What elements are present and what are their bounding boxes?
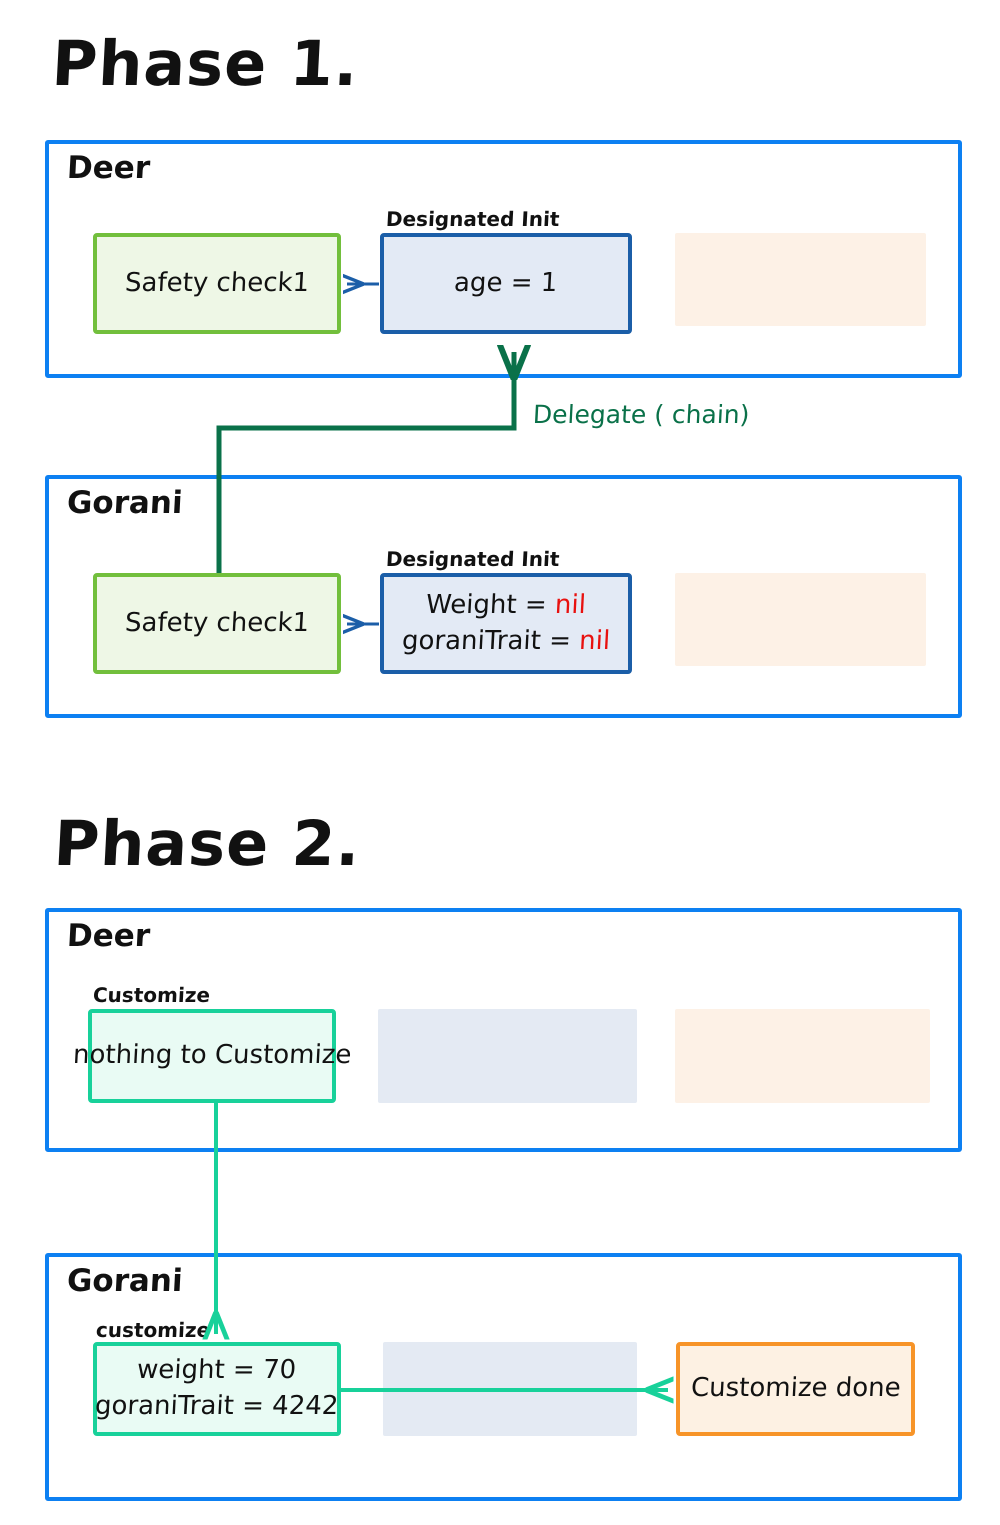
phase2-gorani-placeholder-steel [383,1342,637,1436]
phase2-gorani-customize-caption: customize [95,1318,211,1342]
phase1-gorani-class-label: Gorani [66,485,184,521]
phase2-gorani-customize-box[interactable]: weight = 70 goraniTrait = 4242 [93,1342,341,1436]
phase1-deer-designated-init-caption: Designated Init [385,207,561,231]
phase2-deer-placeholder-steel [378,1009,637,1103]
phase1-gorani-designated-init-caption: Designated Init [385,547,561,571]
phase1-gorani-init-weight-line: Weight = nil [425,588,587,624]
phase-2-title: Phase 2. [52,807,363,880]
phase1-deer-init-age-text: age = 1 [453,267,559,298]
phase1-deer-safety-check-box[interactable]: Safety check1 [93,233,341,334]
phase2-deer-placeholder-peach [675,1009,930,1103]
phase-1-title: Phase 1. [50,27,361,100]
phase1-gorani-init-weight-value: nil [554,589,587,620]
phase1-gorani-init-trait-key: goraniTrait = [401,625,580,656]
phase1-gorani-placeholder-peach [675,573,926,666]
phase2-gorani-class-label: Gorani [66,1263,184,1299]
phase2-deer-customize-box[interactable]: nothing to Customize [72,1009,352,1103]
phase1-gorani-safety-check-text: Safety check1 [124,607,310,638]
phase2-deer-class-label: Deer [66,918,152,954]
delegate-chain-edge-label: Delegate ( chain) [532,400,751,429]
phase1-deer-safety-check-text: Safety check1 [124,267,310,298]
phase2-deer-customize-caption: Customize [92,983,211,1007]
phase2-deer-customize-text: nothing to Customize [72,1040,353,1071]
phase1-deer-designated-init-box[interactable]: age = 1 [380,233,632,334]
phase1-gorani-init-trait-value: nil [578,625,611,656]
phase1-gorani-designated-init-box[interactable]: Weight = nil goraniTrait = nil [380,573,632,674]
phase1-gorani-init-trait-line: goraniTrait = nil [401,624,611,660]
phase2-customize-done-text: Customize done [689,1373,902,1404]
phase2-customize-done-box[interactable]: Customize done [676,1342,915,1436]
phase2-gorani-customize-weight-text: weight = 70 [136,1355,298,1386]
phase1-gorani-safety-check-box[interactable]: Safety check1 [93,573,341,674]
phase1-deer-class-label: Deer [66,150,152,186]
phase1-deer-placeholder-peach [675,233,926,326]
phase2-gorani-class-frame: Gorani [45,1253,962,1501]
phase2-deer-class-frame: Deer [45,908,962,1152]
phase1-gorani-init-weight-key: Weight = [425,589,556,620]
phase2-gorani-customize-trait-text: goraniTrait = 4242 [94,1391,340,1421]
